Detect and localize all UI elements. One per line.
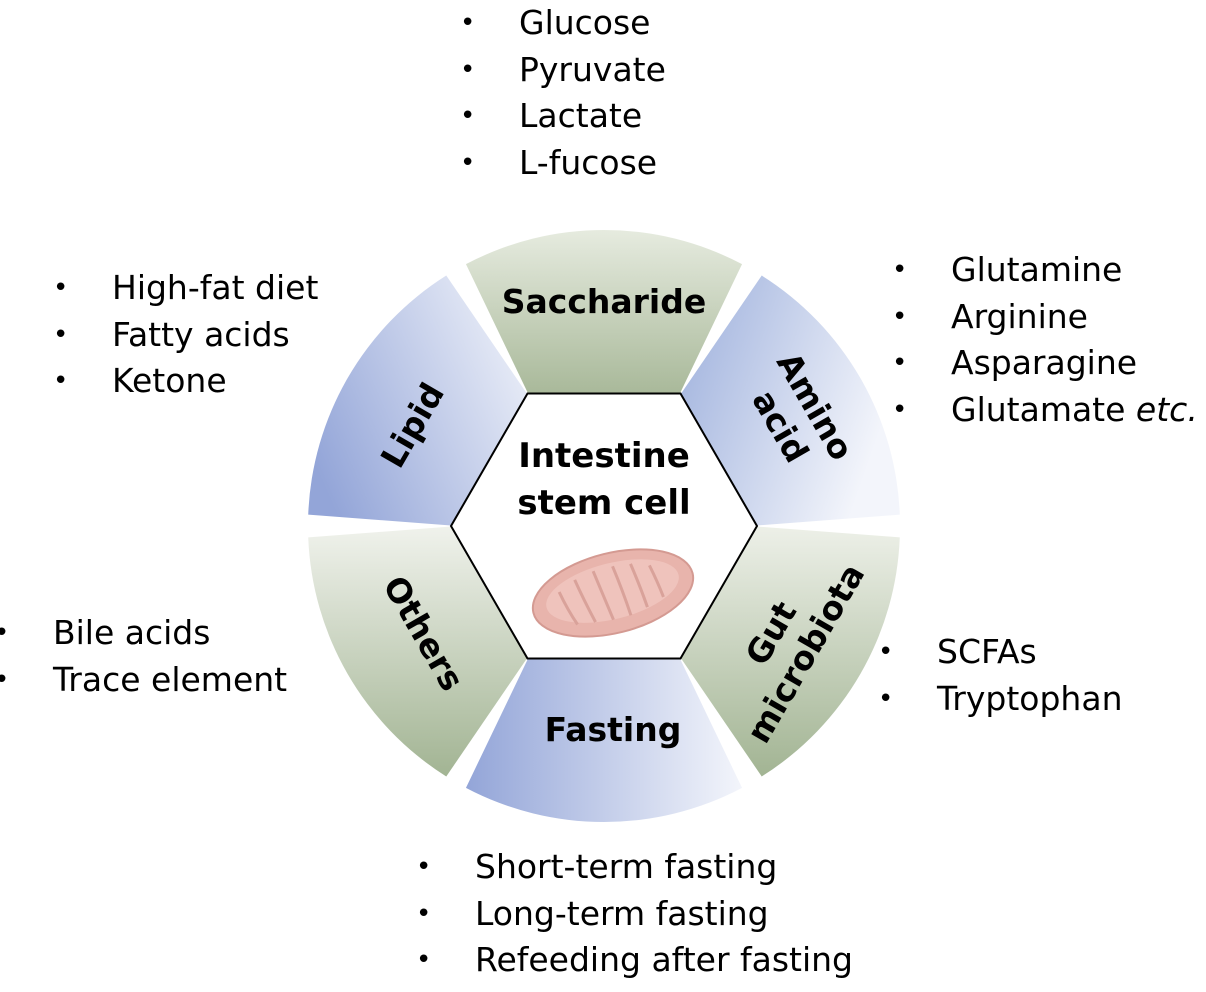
mitochondrion-icon bbox=[531, 548, 695, 638]
list-item: Trace element bbox=[0, 657, 287, 704]
list-item: Asparagine bbox=[892, 340, 1198, 387]
list-item: Long-term fasting bbox=[416, 891, 853, 938]
saccharide-list: Glucose Pyruvate Lactate L-fucose bbox=[460, 0, 666, 186]
lipid-segment bbox=[308, 275, 528, 526]
fasting-label: Fasting bbox=[545, 710, 682, 749]
center-title-line2: stem cell bbox=[517, 483, 690, 523]
list-item: Tryptophan bbox=[878, 676, 1122, 723]
list-item: Pyruvate bbox=[460, 47, 666, 94]
list-item: Glutamate bbox=[892, 387, 1198, 434]
list-item: Refeeding after fasting bbox=[416, 937, 853, 984]
amino-acid-list: Glutamine Arginine Asparagine Glutamate bbox=[892, 247, 1198, 433]
list-item: Ketone bbox=[53, 358, 318, 405]
list-item: Glutamine bbox=[892, 247, 1198, 294]
gut-microbiota-list: SCFAs Tryptophan bbox=[878, 629, 1122, 722]
saccharide-label: Saccharide bbox=[502, 282, 707, 321]
fasting-list: Short-term fasting Long-term fasting Ref… bbox=[416, 844, 853, 984]
fasting-segment bbox=[465, 658, 743, 823]
amino-acid-segment bbox=[680, 275, 900, 526]
list-item: Arginine bbox=[892, 294, 1198, 341]
list-item: L-fucose bbox=[460, 140, 666, 187]
list-item: Lactate bbox=[460, 93, 666, 140]
list-item: Short-term fasting bbox=[416, 844, 853, 891]
others-list: Bile acids Trace element bbox=[0, 610, 287, 703]
gut-microbiota-segment bbox=[680, 526, 900, 777]
list-item: Fatty acids bbox=[53, 312, 318, 359]
center-title-line1: Intestine bbox=[518, 436, 690, 476]
list-item: Glucose bbox=[460, 0, 666, 47]
lipid-list: High-fat diet Fatty acids Ketone bbox=[53, 265, 318, 405]
list-item: Bile acids bbox=[0, 610, 287, 657]
others-segment bbox=[308, 526, 528, 777]
list-item: High-fat diet bbox=[53, 265, 318, 312]
saccharide-segment bbox=[465, 230, 743, 394]
list-item: SCFAs bbox=[878, 629, 1122, 676]
